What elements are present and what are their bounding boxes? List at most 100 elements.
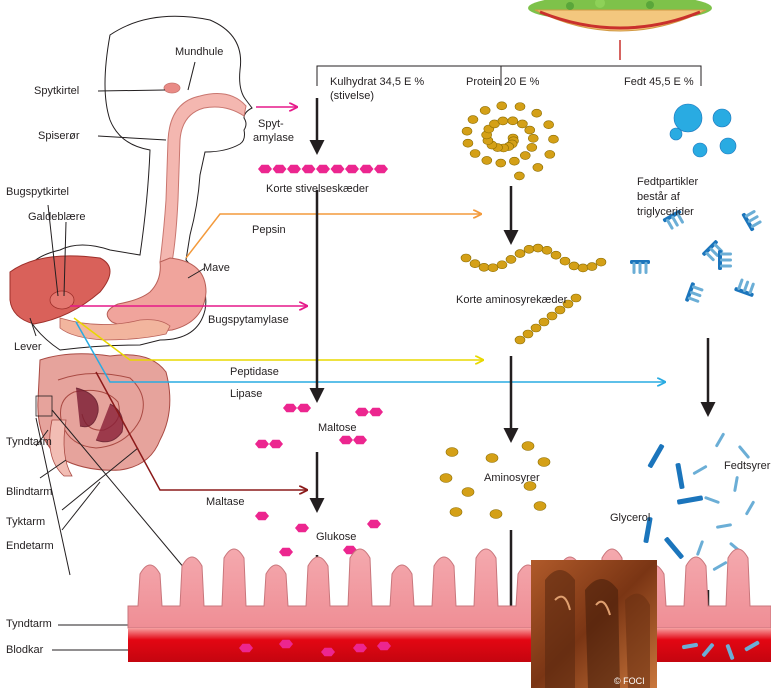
maltose-unit bbox=[297, 404, 311, 412]
maltose-unit bbox=[283, 404, 297, 412]
fat-droplet bbox=[670, 128, 682, 140]
protein-bead bbox=[544, 121, 554, 129]
starch-unit bbox=[331, 165, 345, 173]
amino-chain-bead bbox=[551, 251, 561, 259]
protein-bead bbox=[533, 163, 543, 171]
amino-chain-bead bbox=[523, 330, 533, 338]
protein-bead bbox=[468, 116, 478, 124]
photo-credit: © FOCI bbox=[614, 675, 645, 688]
protein-bead bbox=[470, 150, 480, 158]
pepsin-arrow bbox=[186, 214, 480, 258]
maltose-unit bbox=[353, 436, 367, 444]
triglyceride-chain bbox=[645, 262, 648, 274]
protein-bead bbox=[462, 127, 472, 135]
fatty-acid bbox=[696, 540, 704, 556]
protein-bead bbox=[514, 172, 524, 180]
label-salivary-gland: Spytkirtel bbox=[34, 85, 79, 98]
amino-chain-bead bbox=[524, 245, 534, 253]
label-amino-acids: Aminosyrer bbox=[484, 472, 540, 485]
fatty-acid bbox=[716, 523, 732, 529]
triglyceride-chain bbox=[720, 259, 732, 262]
label-pepsin: Pepsin bbox=[252, 224, 286, 237]
label-saliva-amylase-1: Spyt- bbox=[258, 118, 284, 131]
protein-bead bbox=[463, 139, 473, 147]
protein-bead bbox=[509, 157, 519, 165]
burger-icon bbox=[528, 0, 712, 31]
amino-acid bbox=[462, 488, 474, 497]
starch-unit bbox=[302, 165, 316, 173]
amino-chain-bead bbox=[497, 261, 507, 269]
amino-chain-bead bbox=[560, 257, 570, 265]
label-lipase: Lipase bbox=[230, 388, 262, 401]
amino-chain-bead bbox=[479, 263, 489, 271]
glycerol-mark bbox=[664, 536, 685, 559]
fatty-acid bbox=[704, 496, 720, 504]
label-peptidase: Peptidase bbox=[230, 366, 279, 379]
starch-unit bbox=[287, 165, 301, 173]
label-gallbladder: Galdeblære bbox=[28, 211, 85, 224]
glycerol-mark bbox=[647, 443, 664, 468]
blood-vessel bbox=[128, 628, 771, 662]
amino-chain-bead bbox=[569, 262, 579, 270]
amino-chain-bead bbox=[596, 258, 606, 266]
amino-chain-bead bbox=[531, 324, 541, 332]
triglyceride-chain bbox=[720, 253, 732, 256]
triglyceride-chain bbox=[743, 280, 750, 292]
fatty-acid bbox=[745, 500, 756, 515]
amino-chain-bead bbox=[515, 250, 525, 258]
protein-bead bbox=[508, 117, 518, 125]
protein-bead bbox=[525, 126, 535, 134]
starch-unit bbox=[345, 165, 359, 173]
label-large-intestine: Tyktarm bbox=[6, 516, 45, 529]
amino-chain-bead bbox=[461, 254, 471, 262]
protein-bead bbox=[528, 134, 538, 142]
amino-acid bbox=[446, 448, 458, 457]
label-glucose: Glukose bbox=[316, 531, 356, 544]
label-fat-particles: Fedtpartikler består af triglycerider bbox=[637, 175, 717, 220]
label-liver: Lever bbox=[14, 341, 42, 354]
glucose-unit bbox=[295, 524, 309, 532]
amino-chain-bead bbox=[555, 306, 565, 314]
maltose-unit bbox=[369, 408, 383, 416]
protein-bead bbox=[517, 120, 527, 128]
fat-droplet bbox=[720, 138, 736, 154]
amino-chain-bead bbox=[488, 264, 498, 272]
amino-acid bbox=[486, 454, 498, 463]
villi-photo bbox=[531, 560, 657, 688]
protein-bead bbox=[515, 103, 525, 111]
maltose-unit bbox=[269, 440, 283, 448]
starch-chain-marks bbox=[258, 165, 388, 173]
amino-chain-bead bbox=[571, 294, 581, 302]
maltose-unit bbox=[339, 436, 353, 444]
label-maltose: Maltose bbox=[318, 422, 357, 435]
amino-acid bbox=[490, 510, 502, 519]
label-short-amino-chains: Korte aminosyrekæder bbox=[456, 294, 567, 307]
glucose-unit bbox=[279, 548, 293, 556]
glycerol-mark bbox=[677, 495, 703, 504]
triglyceride-chain bbox=[692, 285, 704, 292]
glycerol-mark bbox=[675, 463, 684, 489]
amino-chain-bead bbox=[547, 312, 557, 320]
protein-bead bbox=[548, 135, 558, 143]
amino-chain-bead bbox=[470, 260, 480, 268]
amino-acid bbox=[450, 508, 462, 517]
label-maltase: Maltase bbox=[206, 496, 245, 509]
amino-chain-bead bbox=[587, 263, 597, 271]
label-esophagus: Spiserør bbox=[38, 130, 80, 143]
label-pancreas: Bugspytkirtel bbox=[6, 186, 69, 199]
glucose-unit bbox=[255, 512, 269, 520]
amino-chain-bead bbox=[542, 246, 552, 254]
starch-unit bbox=[273, 165, 287, 173]
amino-acid bbox=[538, 458, 550, 467]
glucose-unit bbox=[367, 520, 381, 528]
amino-chain-bead bbox=[515, 336, 525, 344]
fatty-acid bbox=[712, 561, 727, 572]
protein-bead bbox=[527, 143, 537, 151]
label-small-intestine: Tyndtarm bbox=[6, 436, 52, 449]
triglyceride-chain bbox=[748, 282, 755, 294]
column-fat: Fedt 45,5 E % bbox=[624, 76, 694, 89]
amino-acid bbox=[534, 502, 546, 511]
fat-droplet bbox=[674, 104, 702, 132]
protein-bead bbox=[482, 156, 492, 164]
